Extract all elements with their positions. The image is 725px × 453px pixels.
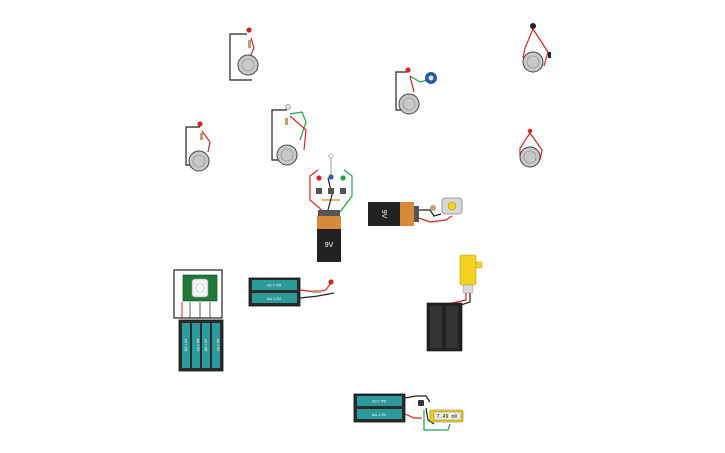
aa-led-circuit[interactable]: AA 1.5V AA 1.5V [248,277,335,307]
buzzer-circuit-5[interactable] [271,104,307,166]
buzzer-circuit-2[interactable] [395,67,437,115]
led-red [316,175,322,181]
rgb-led-circuit[interactable]: 9V [309,153,353,262]
buzzer-circuit-6[interactable] [519,128,543,168]
led-red [405,67,411,73]
switch [418,400,424,406]
dc-motor-circuit[interactable]: 9V [368,197,463,226]
buzzer-circuit-4[interactable] [185,121,211,172]
multimeter-display [433,411,462,421]
buzzer-circuit-3[interactable] [522,23,551,73]
gear-motor [459,254,477,286]
aa-label: AA 1.5V [216,339,220,352]
aa-label: AA 1.5V [371,399,386,404]
battery-9v-label: 9V [325,242,334,249]
wire-black [229,33,252,81]
aa-label: AA 1.5V [372,412,387,417]
multimeter-circuit[interactable]: AA 1.5V AA 1.5V 7.49 mV [353,393,464,431]
led-red [197,121,203,127]
led-red [328,279,334,285]
buzzer [522,51,544,73]
buzzer [188,150,210,172]
aa-label: AA 1.5V [267,296,282,301]
gear-motor-circuit[interactable] [426,254,483,352]
battery-9v-label-2: 9V [380,210,387,219]
buzzer [398,93,420,115]
multimeter-reading: 7.49 mV [436,414,457,420]
sensor-dot [530,23,536,29]
battery-cap [317,216,341,229]
led-red [246,27,252,33]
led-green [340,175,346,181]
pir-sensor-circuit[interactable]: AA 1.5V AA 1.5V AA 1.5V AA 1.5V [173,269,224,372]
led-white [328,153,334,159]
aa-label: AA 1.5V [266,283,281,288]
aa-label: AA 1.5V [196,339,200,352]
buzzer [237,54,259,76]
buzzer [519,146,541,168]
buzzer-circuit-1[interactable] [229,27,259,81]
battery-terminals [318,210,340,217]
led-blue [328,174,334,180]
aa-label: AA 1.5V [184,338,188,351]
buzzer [276,144,298,166]
led-white [285,104,291,110]
wire-red [249,37,255,58]
battery-9v-vertical [317,229,341,262]
aa-label: AA 1.5V [204,338,208,351]
resistor [248,40,251,48]
battery-9v-horizontal [368,202,400,226]
